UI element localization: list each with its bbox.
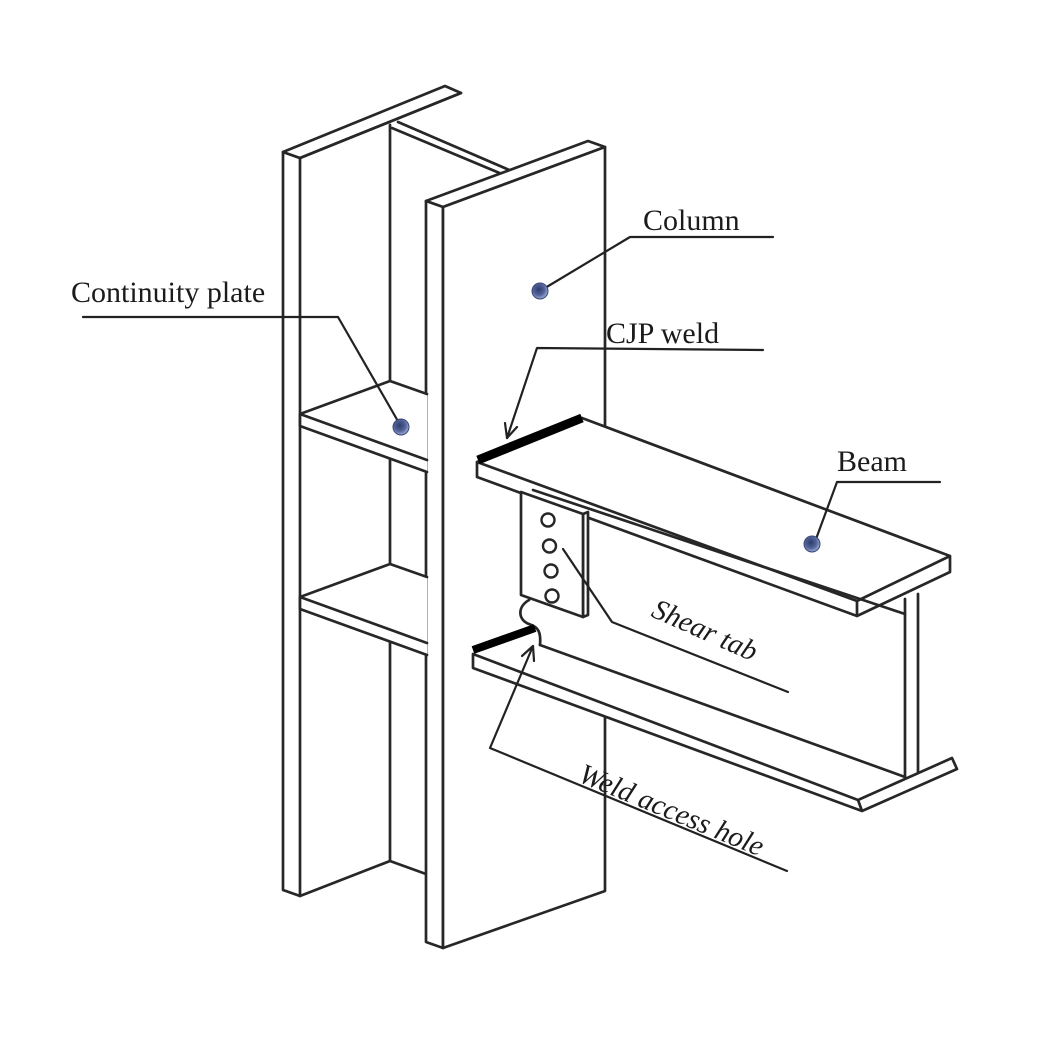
weld-access-hole-arrowhead bbox=[520, 644, 536, 663]
beam-web-fillet-bottom bbox=[538, 643, 907, 779]
column-rear-flange-side-face bbox=[281, 150, 302, 898]
beam bbox=[471, 416, 959, 813]
continuity-plate-leader bbox=[81, 315, 401, 425]
label-cjp-weld: CJP weld bbox=[606, 317, 719, 350]
beam-web-end-edges bbox=[903, 592, 920, 779]
column-web-top-edges bbox=[390, 120, 516, 179]
bolt-hole bbox=[544, 588, 560, 604]
bolt-hole bbox=[543, 563, 559, 579]
weld-access-hole-leader bbox=[488, 644, 789, 873]
beam-marker-dot bbox=[803, 535, 821, 553]
leader-lines bbox=[81, 235, 942, 873]
shear-tab-plate-face bbox=[519, 490, 585, 619]
continuity-plate-upper-edges bbox=[298, 379, 429, 474]
label-beam: Beam bbox=[837, 445, 907, 478]
continuity-plate-lower bbox=[298, 562, 429, 657]
cjp-weld-top-flange bbox=[476, 413, 584, 465]
bolt-hole bbox=[540, 512, 556, 528]
column-front-flange-side-face bbox=[424, 199, 445, 950]
label-continuity-plate: Continuity plate bbox=[71, 276, 265, 309]
beam-leader bbox=[814, 480, 942, 541]
beam-web-fillet-top bbox=[531, 488, 907, 616]
continuity-plate-marker-dot bbox=[392, 418, 410, 436]
column-rear-flange-inner-top-edge bbox=[298, 91, 463, 160]
label-column: Column bbox=[643, 204, 740, 237]
shear-tab bbox=[519, 490, 590, 619]
bolt-hole bbox=[541, 538, 558, 554]
column-rear-flange-inner-bottom-edge bbox=[298, 859, 392, 898]
column-marker-dot bbox=[531, 282, 549, 300]
continuity-plate-lower-edges bbox=[298, 562, 429, 657]
continuity-plate-upper bbox=[298, 379, 429, 474]
shear-tab-leader bbox=[561, 547, 790, 694]
column-leader bbox=[543, 235, 775, 290]
cjp-weld-bottom-flange bbox=[471, 624, 537, 654]
cjp-weld-arrowhead bbox=[503, 421, 519, 440]
weld-access-hole-notch bbox=[519, 598, 542, 647]
column-rear-flange-top-face bbox=[281, 84, 463, 160]
column-web-bottom-edge bbox=[388, 859, 428, 876]
cjp-weld-leader bbox=[505, 346, 765, 440]
beam-bottom-flange bbox=[471, 652, 959, 813]
